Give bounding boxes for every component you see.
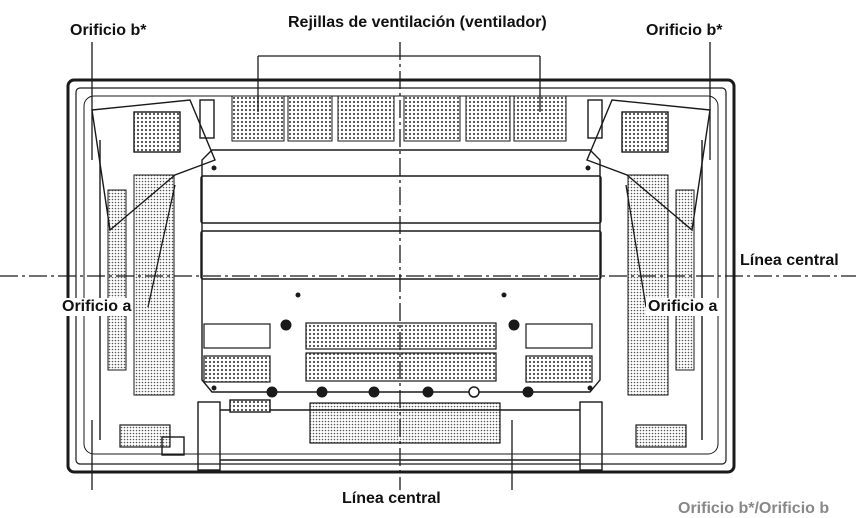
vent-grilles	[231, 95, 567, 142]
vent-grilles-label: Rejillas de ventilación (ventilador)	[286, 14, 549, 32]
hole-b-left-label: Orificio b*	[68, 22, 149, 40]
side-grilles	[107, 174, 695, 396]
center-line-vertical-label: Línea central	[340, 490, 443, 508]
center-line-horizontal-label: Línea central	[738, 252, 841, 270]
hole-b-right-label: Orificio b*	[644, 22, 725, 40]
screw-holes	[211, 165, 593, 398]
hole-a-left-label: Orificio a	[60, 298, 134, 316]
center-panels	[200, 149, 602, 393]
hole-a-right-label: Orificio a	[646, 298, 720, 316]
corner-brackets	[91, 99, 711, 440]
center-lines	[0, 42, 856, 490]
bottom-right-partial-label: Orificio b*/Orificio b	[676, 500, 832, 518]
lower-modules	[119, 322, 687, 448]
leader-lines	[91, 42, 711, 490]
stand-brackets	[161, 399, 603, 471]
